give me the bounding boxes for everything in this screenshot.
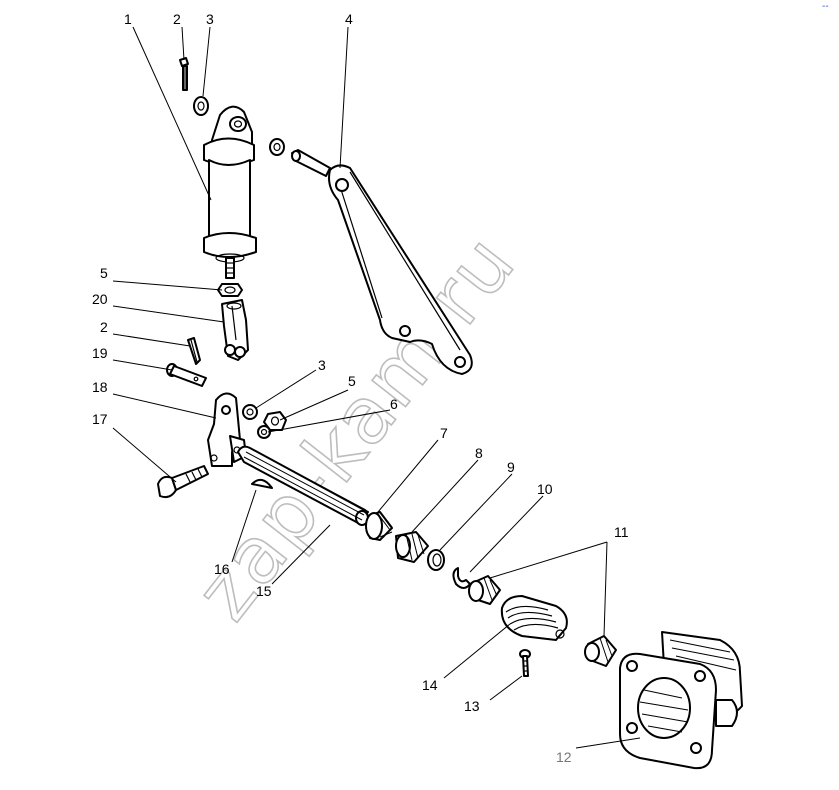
corner-mark: -- [822, 1, 829, 12]
callout-18: 18 [92, 379, 108, 395]
callout-13: 13 [464, 698, 480, 714]
callout-15: 15 [256, 583, 272, 599]
callout-5b: 5 [348, 373, 356, 389]
part-14-cover [500, 595, 568, 641]
part-15-splined-shaft [237, 445, 369, 526]
callout-17: 17 [92, 411, 108, 427]
callout-11: 11 [614, 524, 629, 540]
part-3-washer-mid [242, 404, 258, 420]
part-8-seal [395, 531, 429, 563]
callout-7: 7 [440, 425, 448, 441]
part-20-clevis-fork [221, 299, 249, 361]
callout-5a: 5 [100, 265, 108, 281]
callout-3b: 3 [318, 357, 326, 373]
part-1-cylinder [203, 105, 257, 279]
callout-9: 9 [507, 459, 515, 475]
part-4-lever-arm [291, 149, 473, 375]
callout-12: 12 [556, 749, 572, 765]
part-11-bushing-left [468, 575, 501, 605]
washer-arm-pivot [269, 138, 285, 156]
part-16-woodruff-key [251, 478, 273, 489]
leader-lines [112, 26, 641, 749]
part-13-screw [519, 649, 531, 677]
part-10-retaining-ring [452, 567, 471, 589]
callout-6: 6 [390, 396, 398, 412]
callout-14: 14 [422, 677, 438, 693]
part-19-clevis-pin [166, 363, 207, 387]
callout-10: 10 [537, 481, 553, 497]
part-7-needle-bearing [365, 511, 393, 541]
callout-3a: 3 [206, 11, 214, 27]
part-12-housing [619, 631, 743, 770]
part-3-washer-top [193, 96, 209, 116]
part-11-bushing-right [584, 635, 617, 667]
part-2-cotter-pin-top [179, 57, 189, 91]
callout-2b: 2 [100, 319, 108, 335]
callout-8: 8 [475, 445, 483, 461]
callout-16: 16 [214, 561, 230, 577]
callout-4: 4 [345, 11, 353, 27]
callout-1: 1 [124, 11, 132, 27]
part-5-nut-mid [263, 411, 287, 431]
part-18-lever-clamp [207, 392, 247, 467]
callout-19: 19 [92, 345, 108, 361]
part-17-bolt [157, 465, 209, 499]
callout-labels: 1 2 3 4 5 20 2 19 3 5 6 18 7 17 8 9 10 1… [92, 11, 629, 765]
callout-20: 20 [92, 291, 108, 307]
part-9-washer [427, 549, 445, 571]
part-2-cotter-pin-lower [187, 337, 201, 365]
callout-2a: 2 [173, 11, 181, 27]
